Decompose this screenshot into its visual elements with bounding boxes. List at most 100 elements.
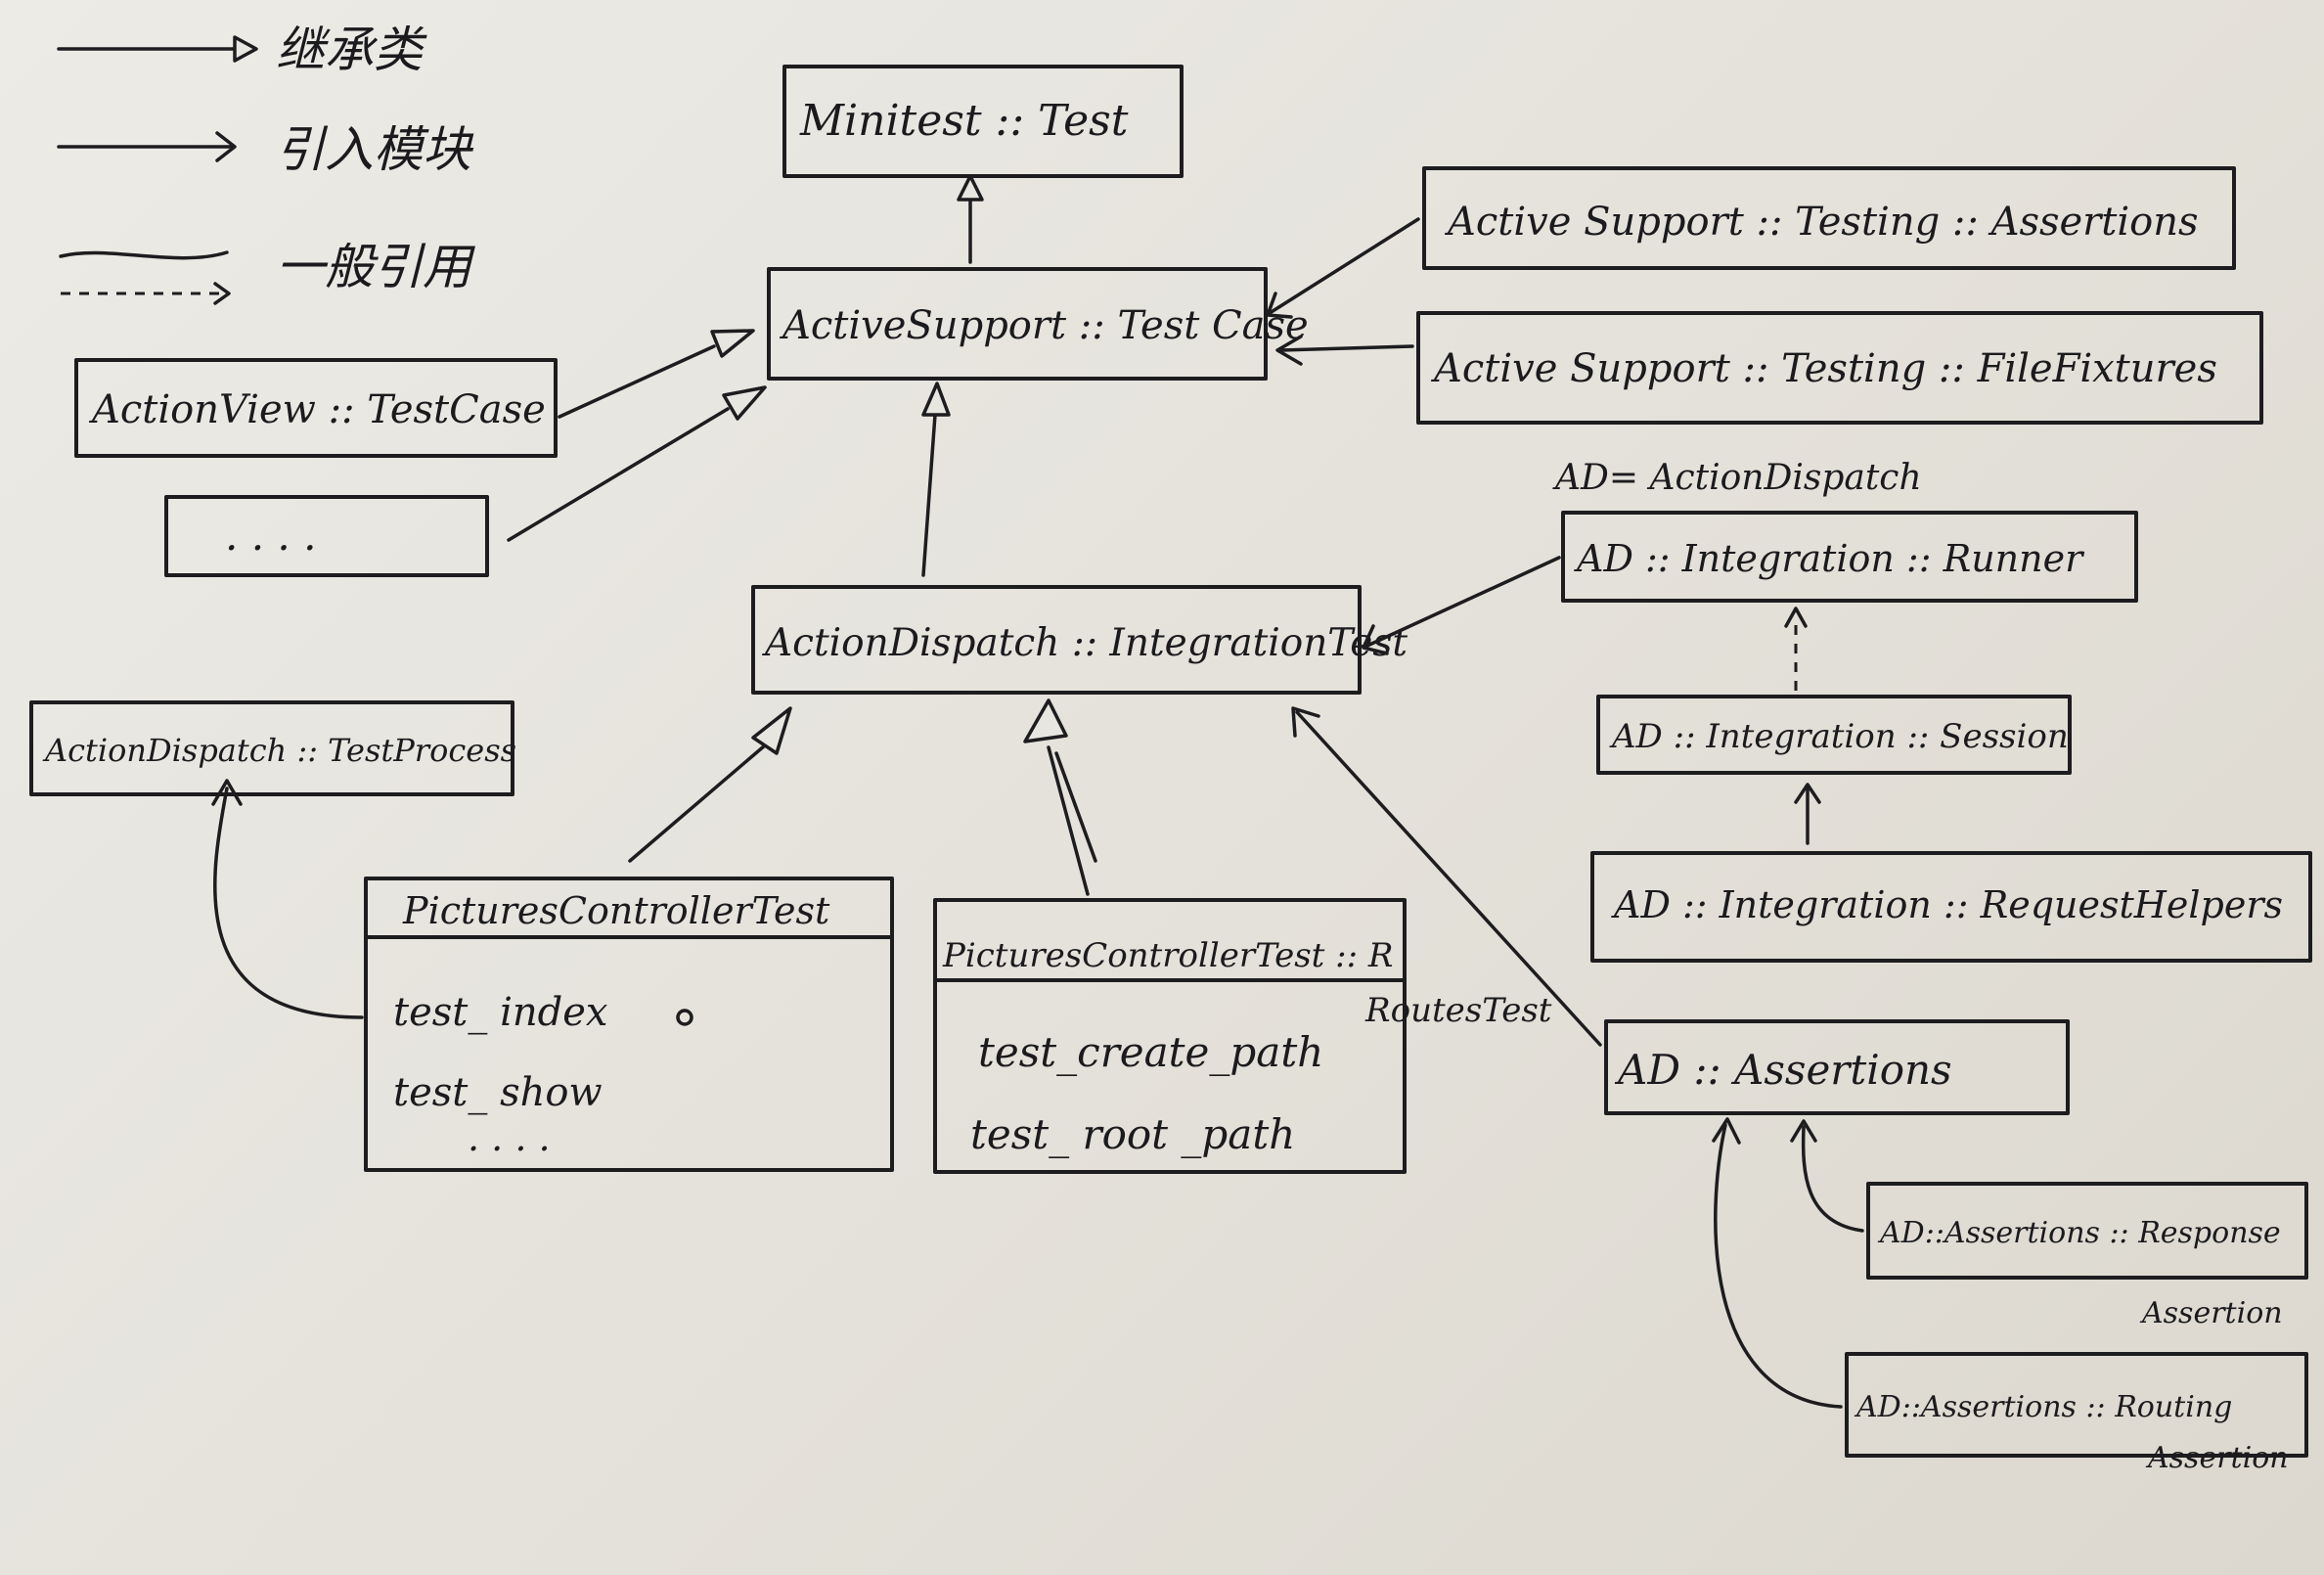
edge-line: [1268, 217, 1420, 315]
module-box: [1604, 1019, 2070, 1115]
edge-testcase-inherits-minitest: [957, 174, 984, 264]
method-test-index: test_ index: [393, 990, 607, 1035]
edge-line-stroke: [1054, 751, 1097, 863]
edge-picturescontrollertest-includes-testprocess: [211, 779, 364, 1019]
class-picturescontrollertest-routestest: PicturesControllerTest :: R RoutesTest t…: [933, 898, 1552, 1174]
module-integration-session: AD :: Integration :: Session: [1596, 695, 2072, 775]
class-name: ActionDispatch :: IntegrationTest: [762, 621, 1408, 665]
open-arrow-icon: [1266, 292, 1293, 319]
module-name-continued: Assertion: [2139, 1296, 2283, 1330]
method-ellipsis: . . . .: [468, 1116, 551, 1159]
module-name: AD::Assertions :: Routing: [1854, 1390, 2232, 1424]
edge-testcase-includes-filefixtures: [1275, 335, 1414, 366]
hollow-triangle-icon: [1023, 698, 1068, 743]
class-name: Minitest :: Test: [799, 96, 1129, 146]
class-box: [751, 585, 1362, 695]
module-name: AD :: Integration :: RequestHelpers: [1611, 883, 2283, 926]
edge-line: [1365, 556, 1561, 648]
hollow-triangle-icon: [710, 329, 755, 358]
class-picturescontrollertest: PicturesControllerTest test_ index test_…: [364, 877, 894, 1172]
module-name: AD::Assertions :: Response: [1877, 1216, 2281, 1250]
edge-session-references-runner: [1784, 607, 1808, 691]
class-box: [782, 65, 1184, 178]
class-box: [164, 495, 489, 577]
edge-line: [1714, 1123, 1843, 1409]
class-actiondispatch-integrationtest: ActionDispatch :: IntegrationTest: [751, 585, 1408, 695]
open-arrow-icon: [1790, 1119, 1817, 1143]
hollow-triangle-icon: [957, 174, 984, 202]
legend-ref-wavy-line: [59, 250, 229, 260]
legend: 继承类 引入模块 一般引用: [57, 22, 475, 305]
edge-integrationtest-includes-adassertions: [1291, 706, 1602, 1047]
class-box: [933, 898, 1407, 1174]
method-test-create-path: test_create_path: [978, 1028, 1323, 1076]
module-box: [1416, 311, 2263, 425]
module-integration-runner: AD :: Integration :: Runner: [1561, 511, 2138, 603]
class-name: ActiveSupport :: Test Case: [779, 303, 1309, 348]
edge-line: [1047, 745, 1090, 896]
module-box: [1866, 1182, 2308, 1280]
module-name: AD :: Assertions: [1614, 1046, 1952, 1094]
edge-line: [1279, 344, 1414, 352]
class-name: ActionView :: TestCase: [88, 387, 546, 432]
class-name-continued: RoutesTest: [1364, 991, 1552, 1030]
open-arrow-icon: [1362, 624, 1389, 655]
edge-line: [507, 407, 730, 542]
class-name: ActionDispatch :: TestProcess: [42, 732, 516, 769]
legend-general-ref-label: 一般引用: [276, 239, 475, 295]
module-box: [1561, 511, 2138, 603]
edge-line: [213, 787, 364, 1019]
module-box: [1845, 1352, 2308, 1458]
edge-line: [1295, 710, 1602, 1047]
module-file-fixtures: Active Support :: Testing :: FileFixture…: [1416, 311, 2263, 425]
module-box: [1590, 851, 2312, 963]
abbreviation-note: AD= ActionDispatch: [1552, 458, 1922, 498]
module-name: AD :: Integration :: Session: [1609, 717, 2069, 756]
class-other-ellipsis: . . . .: [164, 495, 489, 577]
open-arrow-icon: [1712, 1117, 1741, 1145]
module-response-assertion: AD::Assertions :: Response Assertion: [1866, 1182, 2308, 1330]
class-box: [29, 700, 514, 796]
edge-line: [1801, 1125, 1864, 1233]
edge-integrationtest-includes-runner: [1362, 556, 1561, 655]
edge-assertions-includes-routing: [1712, 1117, 1843, 1409]
class-name: PicturesControllerTest :: R: [942, 936, 1393, 975]
legend-inherit-label: 继承类: [276, 22, 427, 78]
edge-picturescontrollertest-inherits-integrationtest: [628, 706, 792, 863]
module-request-helpers: AD :: Integration :: RequestHelpers: [1590, 851, 2312, 963]
edge-session-includes-requesthelpers: [1794, 783, 1821, 845]
method-bullet: [676, 1009, 693, 1026]
edge-actionview-inherits-testcase: [558, 329, 755, 419]
hollow-triangle-icon: [921, 382, 951, 417]
open-arrow-icon: [1794, 783, 1821, 804]
class-actiondispatch-testprocess: ActionDispatch :: TestProcess: [29, 700, 516, 796]
module-name: Active Support :: Testing :: FileFixture…: [1430, 346, 2217, 391]
module-name: Active Support :: Testing :: Assertions: [1444, 200, 2199, 245]
class-name: . . . .: [225, 512, 316, 560]
edge-testcase-includes-assertions: [1266, 217, 1420, 319]
method-test-root-path: test_ root _path: [970, 1110, 1295, 1158]
legend-hollow-triangle-icon: [233, 35, 258, 63]
legend-dashed-arrow-icon: [213, 282, 231, 305]
legend-open-arrow-icon: [215, 131, 237, 162]
module-name-continued: Assertion: [2145, 1441, 2289, 1475]
edge-line: [921, 413, 937, 577]
open-arrow-icon: [211, 779, 243, 806]
module-ad-assertions: AD :: Assertions: [1604, 1019, 2070, 1115]
class-actionview-testcase: ActionView :: TestCase: [74, 358, 558, 458]
edge-assertions-includes-response: [1790, 1119, 1864, 1233]
legend-include-module-label: 引入模块: [276, 121, 474, 178]
edge-routestest-inherits-integrationtest: [1023, 698, 1097, 896]
open-arrow-icon: [1275, 335, 1303, 366]
dashed-arrow-icon: [1784, 607, 1808, 628]
class-activesupport-testcase: ActiveSupport :: Test Case: [767, 267, 1309, 381]
open-arrow-icon: [1291, 706, 1320, 738]
edge-line: [558, 344, 716, 419]
class-box: [74, 358, 558, 458]
class-box: [767, 267, 1268, 381]
class-minitest-test: Minitest :: Test: [782, 65, 1184, 178]
module-box: [1596, 695, 2072, 775]
edge-line: [628, 743, 767, 863]
